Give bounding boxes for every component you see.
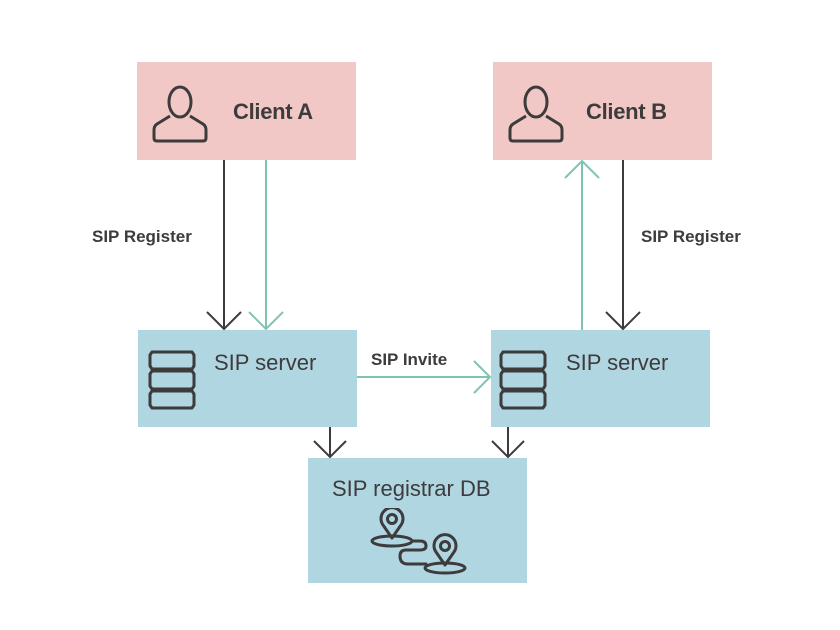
edge-label-register-b: SIP Register (641, 227, 741, 246)
server-stack-icon (148, 350, 196, 410)
server-stack-icon (499, 350, 547, 410)
edge-register-a (206, 160, 242, 331)
client-a-label: Client A (233, 99, 313, 124)
sip-server-left-label: SIP server (214, 350, 317, 375)
edge-label-invite: SIP Invite (371, 350, 448, 369)
edge-left-to-db (313, 427, 347, 459)
edge-server-to-b-teal (564, 159, 600, 330)
client-a-node: Client A (137, 62, 356, 160)
sip-server-right-node: SIP server (491, 330, 710, 427)
map-route-pins-icon (370, 508, 467, 575)
sip-registrar-db-node: SIP registrar DB (308, 458, 527, 583)
edge-a-to-server-teal (248, 160, 284, 331)
user-icon (508, 85, 564, 143)
client-b-node: Client B (493, 62, 712, 160)
client-b-label: Client B (586, 99, 667, 124)
sip-registrar-db-label: SIP registrar DB (332, 476, 491, 501)
edge-right-to-db (491, 427, 525, 459)
user-icon (152, 85, 208, 143)
sip-server-left-node: SIP server (138, 330, 357, 427)
sip-server-right-label: SIP server (566, 350, 669, 375)
edge-invite (357, 360, 492, 394)
edge-register-b (605, 160, 641, 331)
edge-label-register-a: SIP Register (92, 227, 192, 246)
